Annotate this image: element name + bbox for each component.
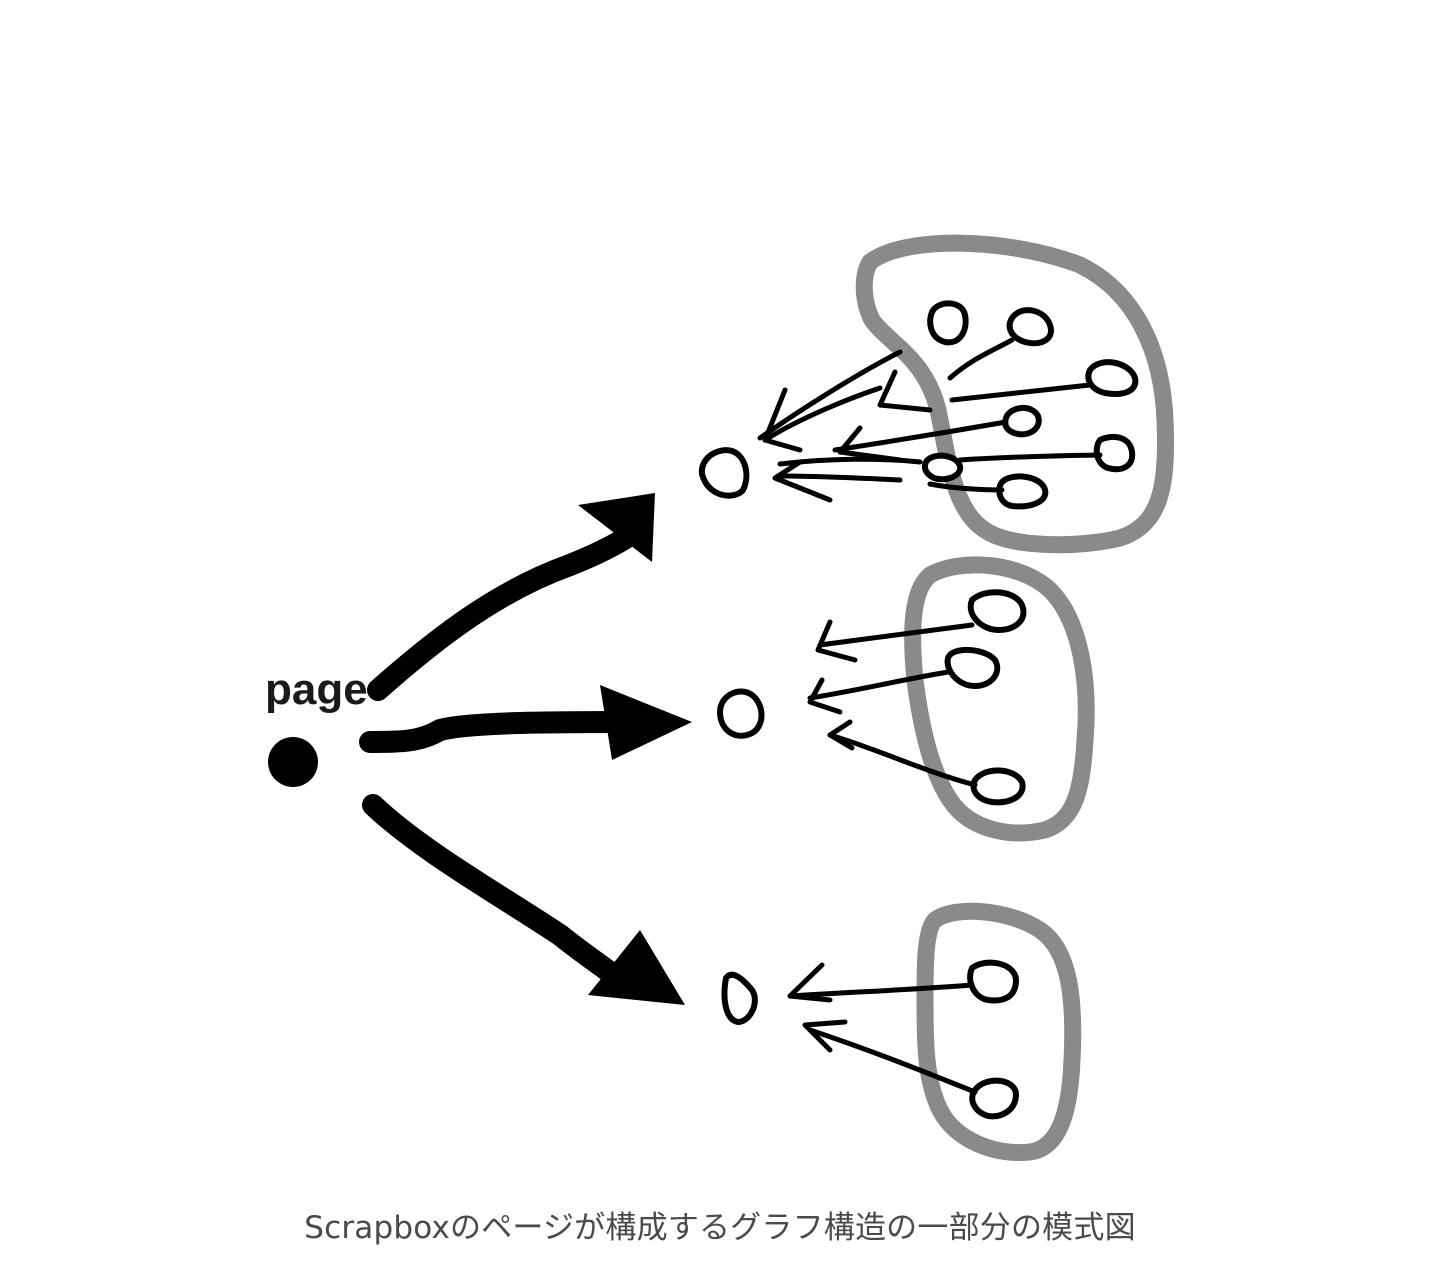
group-2-backlink-arrows	[807, 619, 978, 788]
backlink-group-1	[855, 234, 1175, 554]
graph-structure-diagram: page	[265, 234, 1175, 1162]
source-node-label: page	[265, 665, 368, 714]
source-node	[268, 737, 318, 787]
group-2-node-2	[944, 647, 1001, 690]
group-2-node-1	[967, 589, 1027, 634]
diagram-caption: Scrapboxのページが構成するグラフ構造の一部分の模式図	[304, 1210, 1136, 1246]
arrow-to-page-1	[367, 493, 655, 701]
group-1-node-4	[1002, 405, 1042, 438]
group-3-node-1	[967, 959, 1020, 1004]
linked-page-node-1	[698, 447, 750, 499]
group-3-node-2	[969, 1077, 1020, 1120]
linked-page-node-2	[716, 688, 765, 739]
group-1-backlink-arrows	[757, 337, 1103, 503]
group-1-node-6	[996, 473, 1049, 510]
group-1-node-7	[921, 452, 964, 483]
arrow-to-page-2	[359, 685, 692, 760]
group-1-node-2	[1006, 307, 1054, 347]
arrow-to-page-3	[362, 794, 685, 1005]
group-2-node-3	[970, 767, 1026, 806]
group-1-node-3	[1085, 359, 1139, 397]
group-1-node-5	[1093, 433, 1136, 473]
group-3-backlink-arrows	[787, 962, 978, 1095]
linked-page-node-3	[721, 971, 758, 1026]
group-1-node-1	[927, 300, 969, 346]
backlink-group-3	[916, 902, 1082, 1162]
